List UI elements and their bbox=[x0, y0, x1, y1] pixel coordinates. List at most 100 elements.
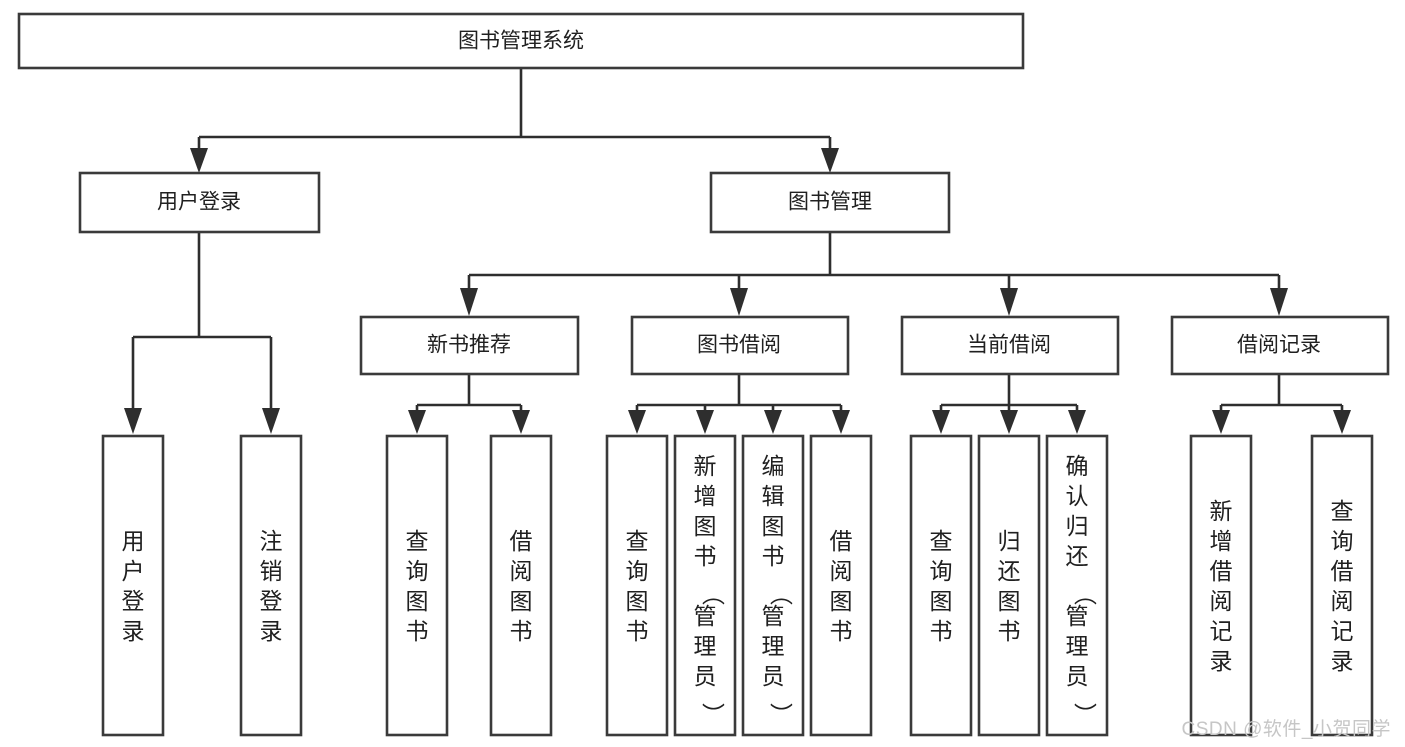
svg-text:图: 图 bbox=[830, 588, 853, 614]
node-root[interactable]: 图书管理系统 bbox=[17, 12, 1025, 70]
node-current-borrow-box[interactable] bbox=[900, 315, 1120, 376]
arrowhead-leaf-logout-login bbox=[262, 408, 280, 434]
arrowhead-new-book-recommend bbox=[460, 288, 478, 316]
leaf-leaf-add-record-box[interactable] bbox=[1189, 434, 1253, 737]
node-current-borrow[interactable]: 当前借阅 bbox=[900, 315, 1120, 376]
leaf-leaf-borrow-book-1-box[interactable] bbox=[489, 434, 553, 737]
svg-text:理: 理 bbox=[1066, 633, 1089, 659]
leaf-leaf-logout-login-box[interactable] bbox=[239, 434, 303, 737]
svg-text:注: 注 bbox=[260, 528, 283, 554]
svg-text:借: 借 bbox=[510, 528, 533, 554]
svg-text:还: 还 bbox=[1066, 543, 1089, 569]
svg-text:新: 新 bbox=[1210, 498, 1233, 524]
node-new-book-recommend[interactable]: 新书推荐 bbox=[359, 315, 580, 376]
node-borrow-record[interactable]: 借阅记录 bbox=[1170, 315, 1390, 376]
leaf-leaf-confirm-return-box[interactable] bbox=[1045, 434, 1109, 737]
svg-text:借: 借 bbox=[1331, 558, 1354, 584]
svg-text:销: 销 bbox=[260, 558, 283, 584]
svg-text:书: 书 bbox=[406, 618, 429, 644]
node-root-box[interactable] bbox=[17, 12, 1025, 70]
node-new-book-recommend-box[interactable] bbox=[359, 315, 580, 376]
arrowhead-book-borrow bbox=[730, 288, 748, 316]
node-current-borrow-label: 当前借阅 bbox=[967, 334, 1051, 357]
svg-text:还: 还 bbox=[998, 558, 1021, 584]
svg-text:归: 归 bbox=[998, 528, 1021, 554]
svg-text:登: 登 bbox=[122, 588, 145, 614]
svg-text:）: ） bbox=[768, 703, 794, 726]
svg-text:管: 管 bbox=[762, 603, 785, 629]
leaf-leaf-add-book-box[interactable] bbox=[673, 434, 737, 737]
svg-text:认: 认 bbox=[1066, 483, 1089, 509]
leaf-leaf-return-book-box[interactable] bbox=[977, 434, 1041, 737]
svg-text:录: 录 bbox=[260, 618, 283, 644]
svg-text:借: 借 bbox=[1210, 558, 1233, 584]
svg-text:员: 员 bbox=[762, 663, 785, 689]
node-book-borrow-box[interactable] bbox=[630, 315, 850, 376]
svg-text:户: 户 bbox=[122, 558, 145, 584]
leaf-leaf-user-login[interactable]: 用户登录 bbox=[101, 434, 165, 737]
arrowhead-user-login bbox=[190, 148, 208, 173]
svg-text:书: 书 bbox=[930, 618, 953, 644]
leaf-leaf-query-record-box[interactable] bbox=[1310, 434, 1374, 737]
arrowhead-leaf-return-book bbox=[1000, 410, 1018, 434]
node-user-login-box[interactable] bbox=[78, 171, 321, 234]
svg-text:阅: 阅 bbox=[510, 558, 533, 584]
arrowhead-leaf-borrow-book-1 bbox=[512, 410, 530, 434]
arrowhead-leaf-add-record bbox=[1212, 410, 1230, 434]
leaf-leaf-edit-book-box[interactable] bbox=[741, 434, 805, 737]
arrowhead-leaf-query-book-2 bbox=[628, 410, 646, 434]
svg-text:查: 查 bbox=[930, 528, 953, 554]
svg-text:书: 书 bbox=[510, 618, 533, 644]
node-book-management[interactable]: 图书管理 bbox=[709, 171, 951, 234]
node-book-management-box[interactable] bbox=[709, 171, 951, 234]
svg-text:书: 书 bbox=[694, 543, 717, 569]
svg-text:录: 录 bbox=[1210, 648, 1233, 674]
leaf-leaf-query-book-1-box[interactable] bbox=[385, 434, 449, 737]
leaf-leaf-query-book-2-box[interactable] bbox=[605, 434, 669, 737]
svg-text:记: 记 bbox=[1331, 618, 1354, 644]
svg-text:增: 增 bbox=[694, 483, 717, 509]
svg-text:图: 图 bbox=[762, 513, 785, 539]
leaf-leaf-query-book-3-box[interactable] bbox=[909, 434, 973, 737]
svg-text:书: 书 bbox=[998, 618, 1021, 644]
svg-text:询: 询 bbox=[406, 558, 429, 584]
svg-text:借: 借 bbox=[830, 528, 853, 554]
svg-text:用: 用 bbox=[122, 528, 145, 554]
svg-text:阅: 阅 bbox=[1210, 588, 1233, 614]
node-borrow-record-box[interactable] bbox=[1170, 315, 1390, 376]
svg-text:新: 新 bbox=[694, 453, 717, 479]
node-user-login[interactable]: 用户登录 bbox=[78, 171, 321, 234]
svg-text:（: （ bbox=[700, 583, 726, 606]
svg-text:查: 查 bbox=[1331, 498, 1354, 524]
node-book-borrow[interactable]: 图书借阅 bbox=[630, 315, 850, 376]
leaf-leaf-borrow-book-2-box[interactable] bbox=[809, 434, 873, 737]
leaf-leaf-user-login-box[interactable] bbox=[101, 434, 165, 737]
svg-text:录: 录 bbox=[122, 618, 145, 644]
svg-text:书: 书 bbox=[762, 543, 785, 569]
svg-text:图: 图 bbox=[998, 588, 1021, 614]
csdn-watermark: CSDN @软件_小贺同学 bbox=[1181, 719, 1391, 740]
arrowhead-leaf-confirm-return bbox=[1068, 410, 1086, 434]
node-book-borrow-label: 图书借阅 bbox=[697, 334, 781, 357]
svg-text:确: 确 bbox=[1066, 453, 1089, 479]
svg-text:记: 记 bbox=[1210, 618, 1233, 644]
